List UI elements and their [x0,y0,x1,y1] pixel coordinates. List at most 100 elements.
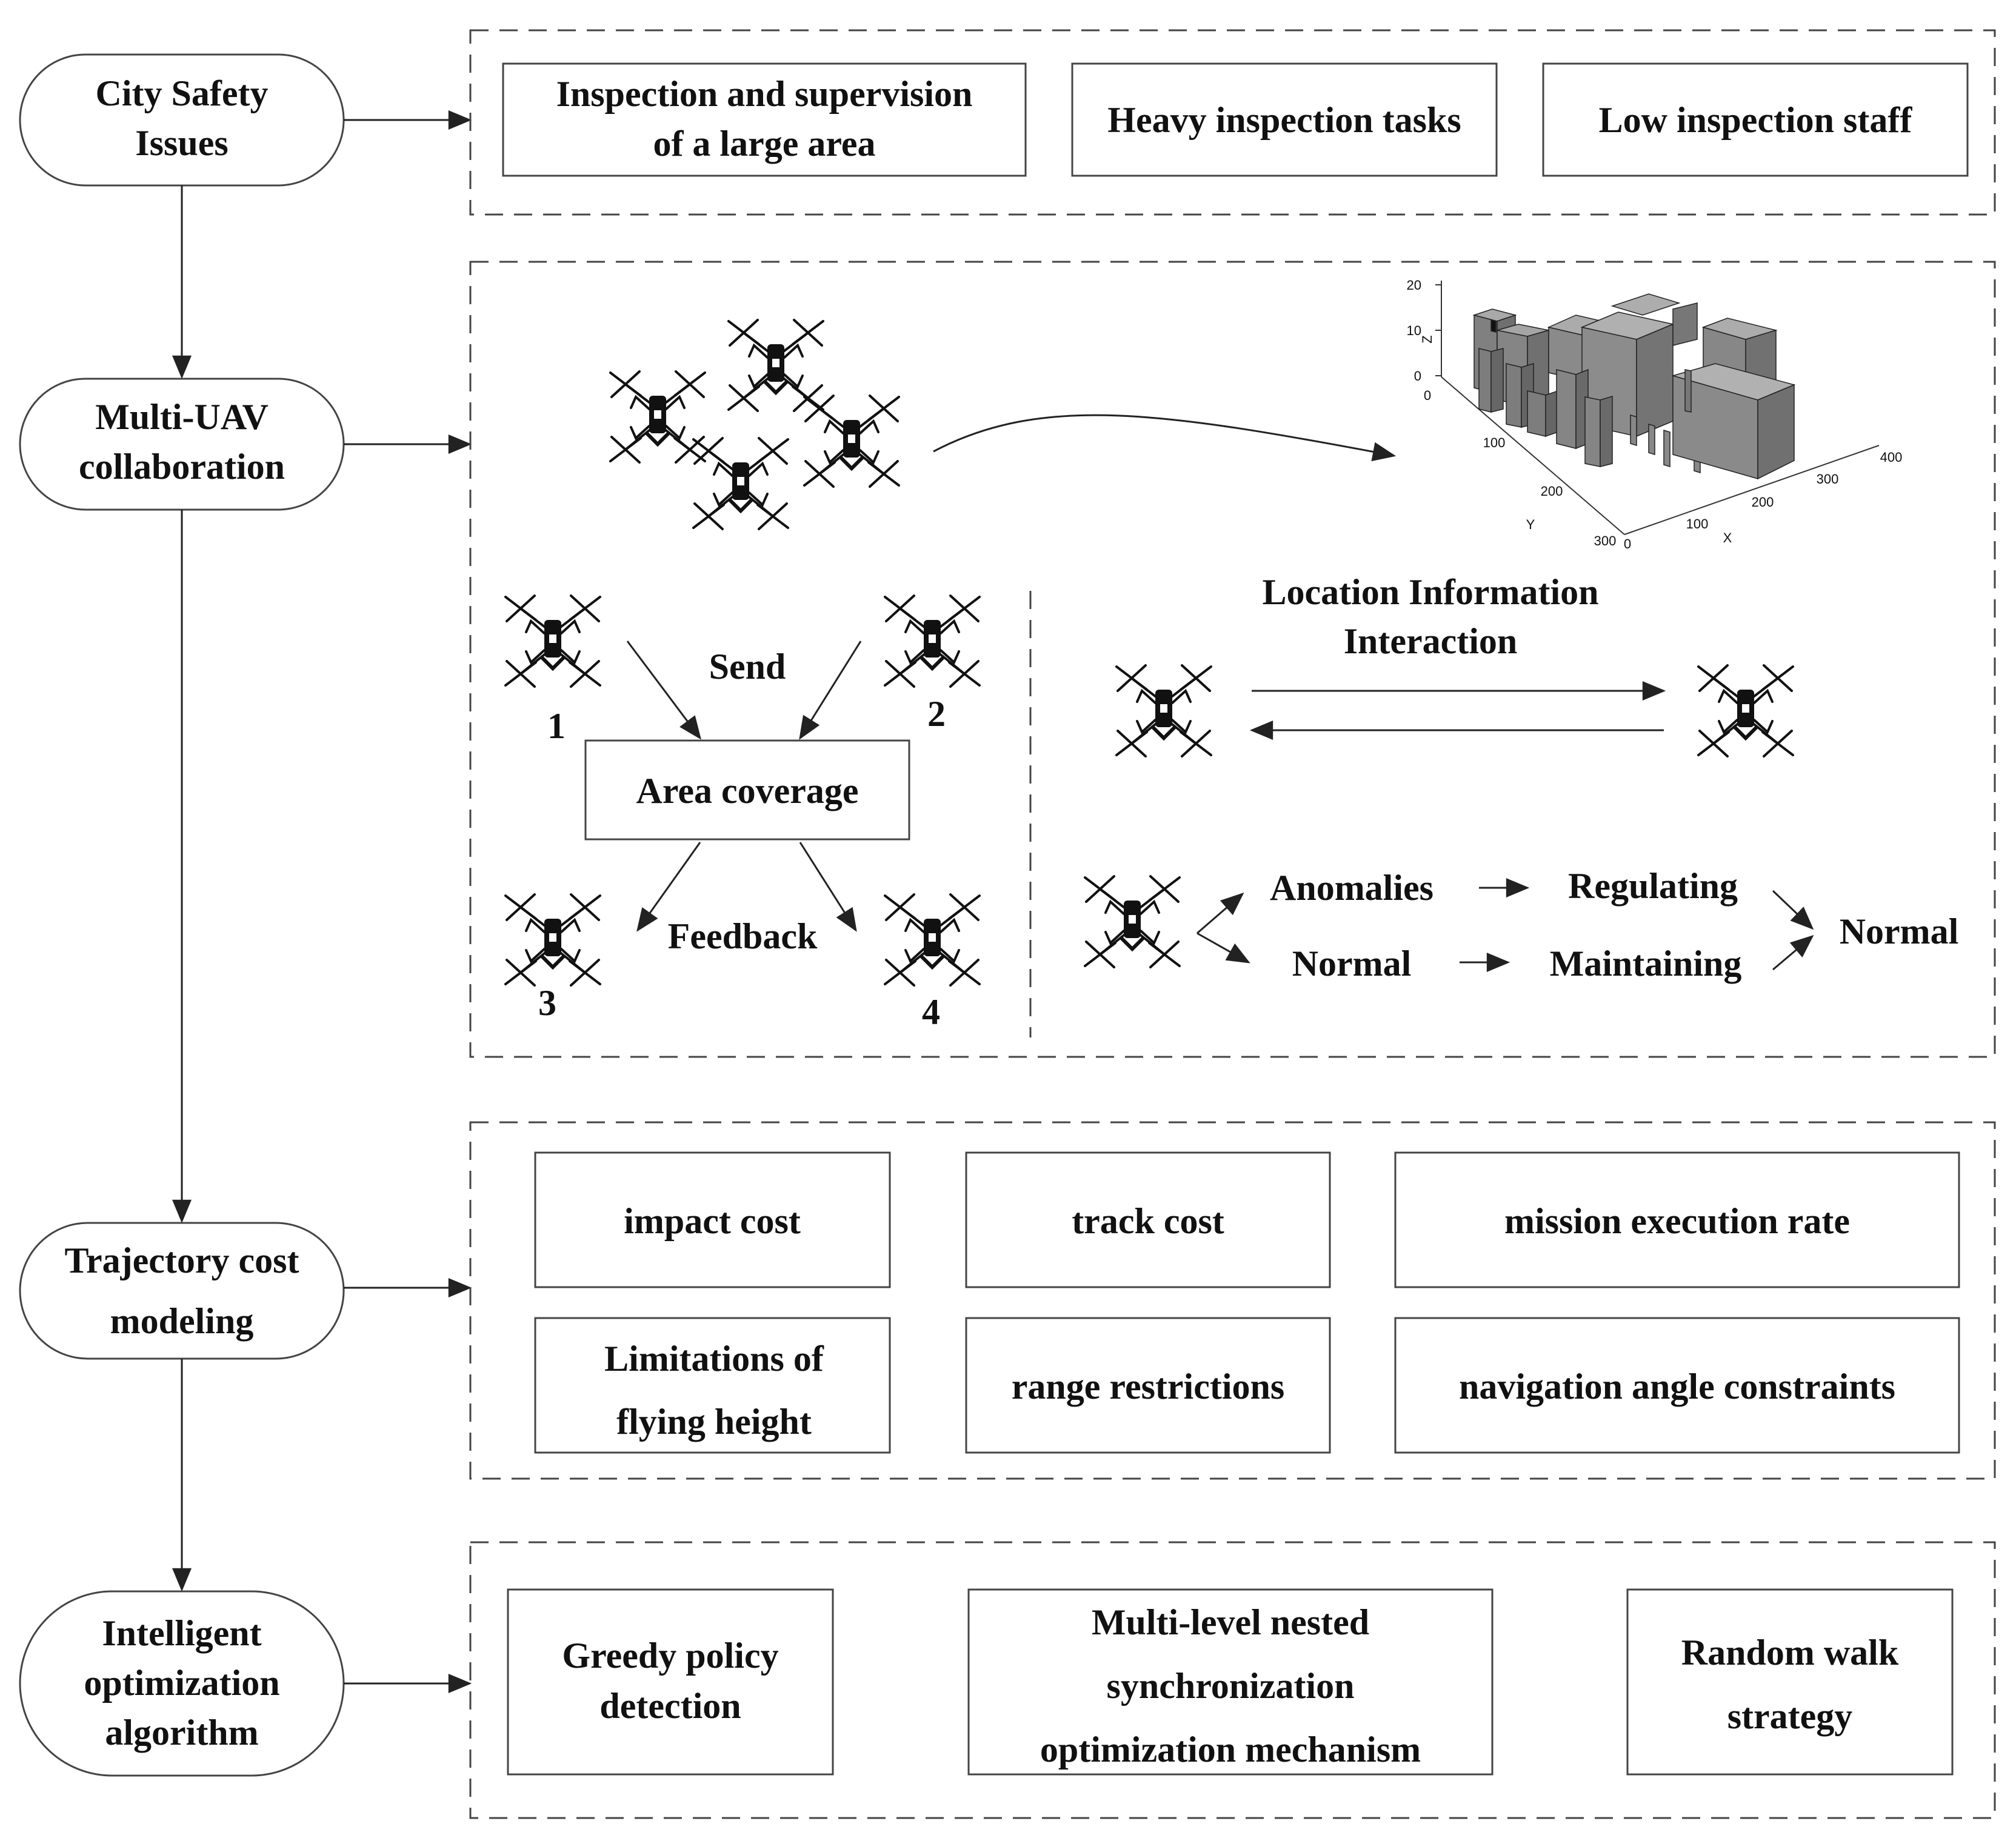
cost-box: range restrictions [965,1317,1331,1454]
tick-label: 200 [1752,494,1774,510]
algo-text: detection [599,1686,741,1726]
algo-box: Greedy policy detection [507,1588,834,1776]
tick-label: 0 [1624,536,1631,551]
algo-text: strategy [1727,1696,1853,1736]
drone-icon [693,438,788,529]
stage-label-line: Trajectory cost [64,1240,299,1280]
uav-number: 1 [547,706,566,746]
cost-text: Limitations of [604,1339,824,1379]
cost-box: impact cost [534,1151,891,1288]
stage-city-safety: City Safety Issues [19,53,345,187]
stage-label-line: algorithm [105,1713,258,1753]
panel-city-issues: Inspection and supervision of a large ar… [469,29,1996,216]
tick-label: 300 [1594,533,1617,548]
panel-algorithm: Greedy policy detection Multi-level nest… [469,1541,1996,1819]
arrow-icon [799,842,857,932]
area-coverage-label: Area coverage [636,771,858,811]
algo-text: Random walk [1681,1633,1899,1673]
interaction-title: Interaction [1344,621,1518,661]
arrow-icon [626,641,701,740]
normal-result-label: Normal [1840,911,1959,951]
cost-text: flying height [616,1402,812,1442]
drone-icon [804,396,899,487]
cost-box: track cost [965,1151,1331,1288]
cost-box: navigation angle constraints [1394,1317,1960,1454]
cost-text: mission execution rate [1504,1201,1850,1241]
issue-text: Inspection and supervision [556,74,973,114]
tick-label: 0 [1424,388,1431,403]
uav-number: 4 [922,992,940,1032]
tick-label: 20 [1407,278,1421,293]
cost-text: track cost [1072,1201,1224,1241]
anomalies-label: Anomalies [1270,868,1434,908]
issue-text: Heavy inspection tasks [1107,100,1461,140]
drone-icon [1116,665,1211,756]
stage-label-line: optimization [84,1663,279,1703]
tick-label: 400 [1880,450,1903,465]
issue-box: Low inspection staff [1542,62,1969,177]
uav-number: 3 [538,983,556,1023]
tick-label: 0 [1414,368,1421,384]
interaction-title: Location Information [1263,572,1599,612]
tick-label: 100 [1686,516,1709,531]
cost-text: range restrictions [1012,1367,1284,1407]
location-interaction-group: Location Information Interaction [1116,572,1793,756]
cost-text: navigation angle constraints [1459,1367,1895,1407]
issue-text: of a large area [653,124,875,164]
algo-text: optimization mechanism [1040,1730,1421,1770]
tick-label: 300 [1817,471,1839,487]
stage-label-line: Multi-UAV [95,397,269,437]
stage-label-line: Intelligent [102,1613,261,1653]
tick-label: 100 [1483,435,1506,450]
issue-box: Inspection and supervision of a large ar… [502,62,1027,177]
stage-multi-uav: Multi-UAV collaboration [19,378,345,511]
arrow-icon [1197,932,1250,964]
stage-trajectory-cost: Trajectory cost modeling [19,1222,345,1360]
drone-icon [885,894,980,985]
panel-multi-uav: 20 10 0 Z 0 100 200 300 Y 0 100 200 300 … [469,261,1996,1058]
drone-icon [506,894,600,985]
algo-text: synchronization [1107,1666,1355,1706]
stage-label-line: collaboration [79,447,285,487]
drone-icon [885,596,980,687]
drone-swarm [610,320,899,529]
cost-box: mission execution rate [1394,1151,1960,1288]
stage-intelligent-algorithm: Intelligent optimization algorithm [19,1590,345,1777]
arrow-icon [933,414,1397,462]
axis-label-y: Y [1526,517,1535,532]
stage-label-line: Issues [135,123,228,163]
normal-branch-label: Normal [1292,944,1412,984]
tick-label: 10 [1407,323,1421,338]
drone-icon [1698,665,1793,756]
arrow-icon [636,842,701,932]
arrow-icon [799,641,862,740]
area-coverage-group: 1 2 3 4 Send Area coverage Feedback [506,596,980,1032]
algo-box: Multi-level nested synchronization optim… [967,1588,1494,1776]
anomaly-handling-group: Anomalies Normal Regulating Maintaining … [1085,866,1958,984]
arrow-icon [1772,890,1814,930]
issue-box: Heavy inspection tasks [1071,62,1498,177]
algo-text: Multi-level nested [1092,1602,1369,1642]
axis-label-z: Z [1420,335,1435,343]
cost-text: impact cost [624,1201,801,1241]
maintaining-label: Maintaining [1550,944,1742,984]
drone-icon [506,596,600,687]
stage-label-line: City Safety [96,73,269,113]
drone-icon [610,371,705,462]
stage-label-line: modeling [110,1301,254,1341]
drone-icon [729,320,823,411]
axis-label-x: X [1723,530,1732,545]
area-coverage-box [584,739,910,841]
drone-icon [1085,876,1180,967]
tick-label: 200 [1541,484,1563,499]
arrow-icon [1197,892,1244,934]
arrow-icon [1772,934,1814,971]
send-label: Send [709,647,786,687]
uav-number: 2 [927,694,946,734]
algo-text: Greedy policy [562,1636,778,1676]
buildings [1472,293,1796,480]
feedback-label: Feedback [668,916,818,956]
3d-building-plot: 20 10 0 Z 0 100 200 300 Y 0 100 200 300 … [1407,278,1903,551]
panel-trajectory-cost: impact cost track cost mission execution… [469,1121,1996,1480]
regulating-label: Regulating [1568,866,1738,906]
